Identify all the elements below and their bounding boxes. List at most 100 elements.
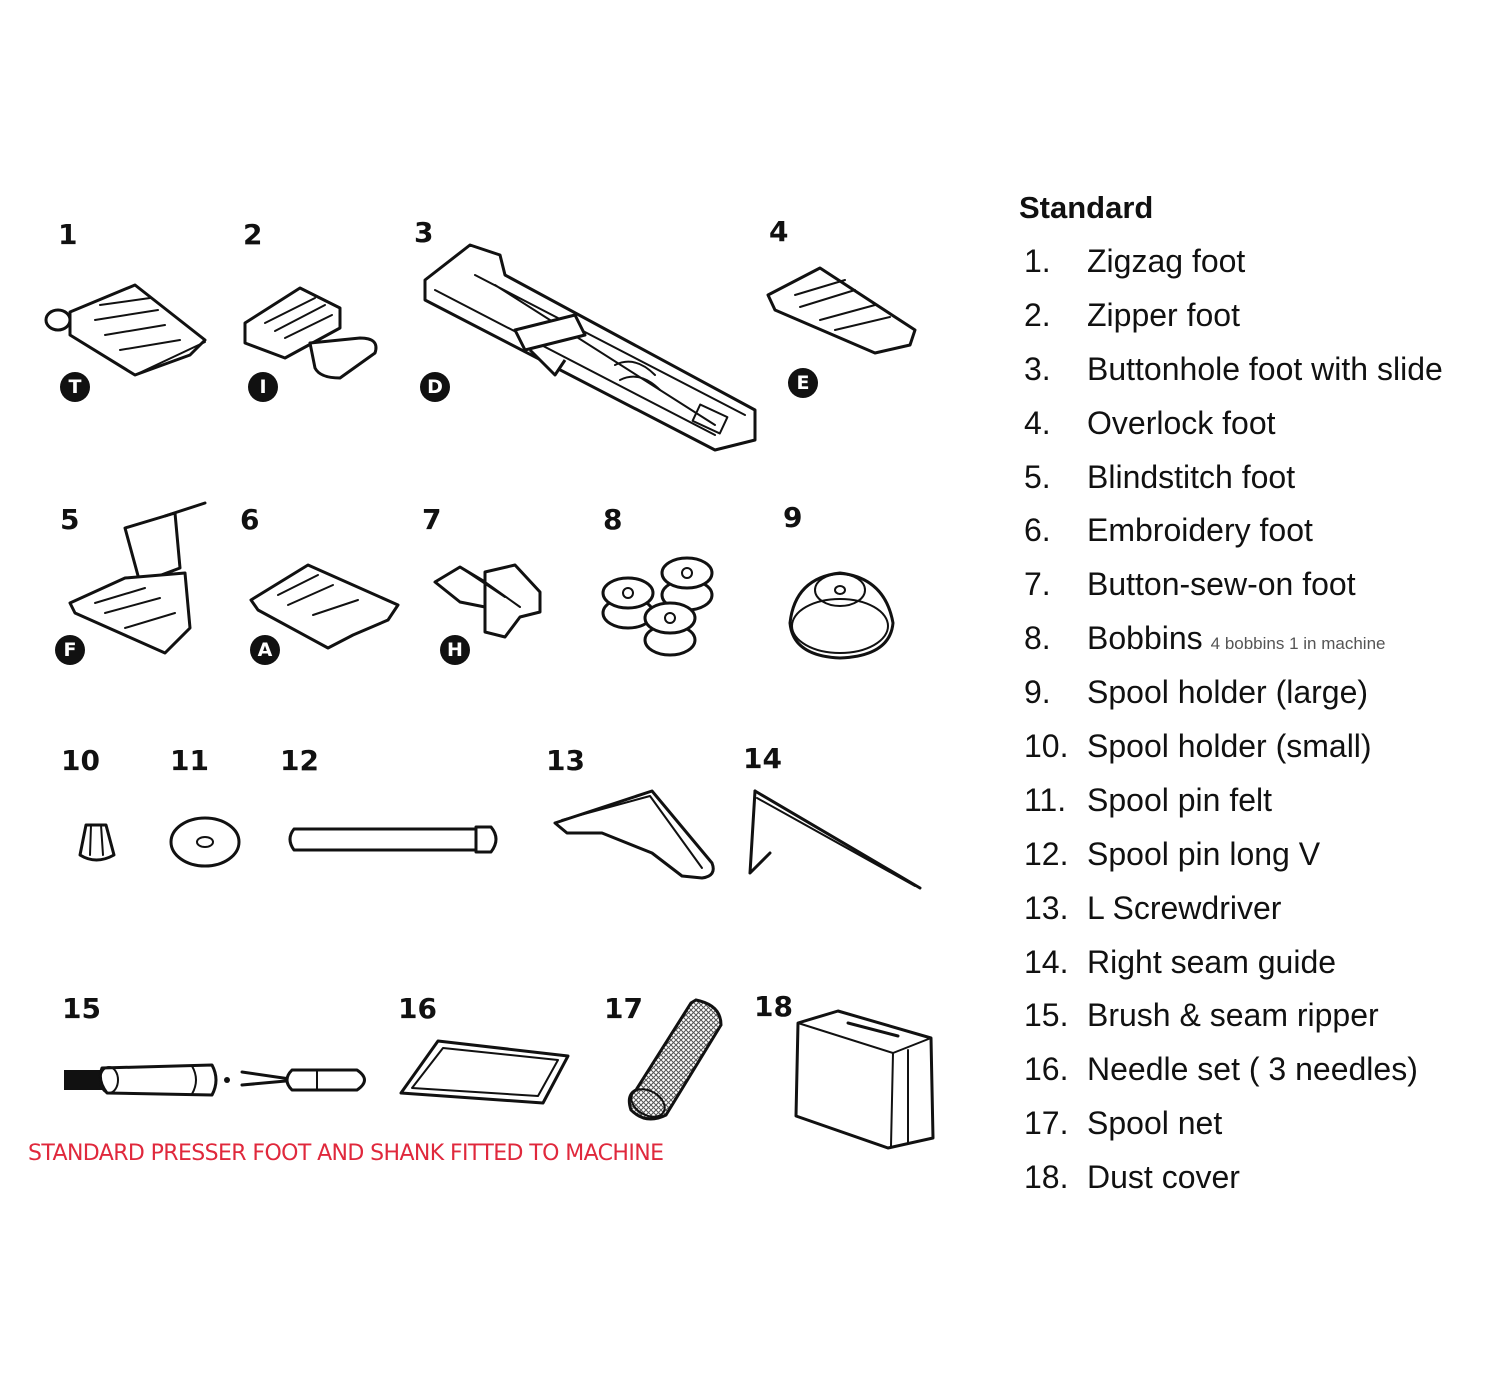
legend-item-number: 8. xyxy=(1024,620,1051,657)
button-sew-on-foot-icon xyxy=(430,562,550,647)
legend-item: 14. Right seam guide xyxy=(1024,944,1443,998)
item-number-18: 18 xyxy=(754,990,793,1023)
legend-item-label: Buttonhole foot with slide xyxy=(1087,350,1443,387)
legend-item-label: Zipper foot xyxy=(1087,296,1240,333)
legend-item-number: 10. xyxy=(1024,728,1069,765)
legend-item: 3. Buttonhole foot with slide xyxy=(1024,351,1443,405)
item-number-8: 8 xyxy=(603,503,623,536)
item-number-2: 2 xyxy=(243,218,263,251)
legend-item-note: 4 bobbins 1 in machine xyxy=(1210,634,1386,654)
item-number-13: 13 xyxy=(546,744,585,777)
legend-item-number: 17. xyxy=(1024,1105,1069,1142)
legend-item-label: Spool pin long V xyxy=(1087,835,1321,872)
foot-code-badge-I: I xyxy=(248,372,278,402)
legend-title: Standard xyxy=(1019,190,1154,225)
legend-item-number: 7. xyxy=(1024,566,1051,603)
legend-item-label: Needle set ( 3 needles) xyxy=(1087,1051,1418,1088)
spool-holder-small-icon xyxy=(76,810,121,875)
item-number-14: 14 xyxy=(743,742,782,775)
legend-item: 15. Brush & seam ripper xyxy=(1024,997,1443,1051)
legend-item: 7. Button-sew-on foot xyxy=(1024,566,1443,620)
legend-item-number: 14. xyxy=(1024,943,1069,980)
right-seam-guide-icon xyxy=(745,788,925,903)
presser-foot-note: STANDARD PRESSER FOOT AND SHANK FITTED T… xyxy=(28,1141,664,1166)
legend-item: 9. Spool holder (large) xyxy=(1024,674,1443,728)
l-screwdriver-icon xyxy=(552,788,722,893)
legend-item-number: 2. xyxy=(1024,296,1051,333)
item-number-3: 3 xyxy=(414,216,434,249)
legend-item: 13. L Screwdriver xyxy=(1024,890,1443,944)
item-number-5: 5 xyxy=(60,503,80,536)
legend-item-number: 4. xyxy=(1024,404,1051,441)
legend-item-number: 16. xyxy=(1024,1051,1069,1088)
foot-code-badge-E: E xyxy=(788,368,818,398)
legend-item-number: 15. xyxy=(1024,997,1069,1034)
spool-pin-felt-icon xyxy=(169,815,245,875)
legend-item: 17. Spool net xyxy=(1024,1105,1443,1159)
item-number-17: 17 xyxy=(604,992,643,1025)
item-number-4: 4 xyxy=(769,215,789,248)
legend-item-label: Spool pin felt xyxy=(1087,781,1273,818)
legend-item: 8. Bobbins 4 bobbins 1 in machine xyxy=(1024,620,1443,674)
legend-item-label: Spool holder (small) xyxy=(1087,728,1372,765)
legend-item: 6. Embroidery foot xyxy=(1024,512,1443,566)
legend-item: 5. Blindstitch foot xyxy=(1024,459,1443,513)
item-number-1: 1 xyxy=(58,218,78,251)
foot-code-badge-H: H xyxy=(440,635,470,665)
legend-item-number: 1. xyxy=(1024,243,1051,279)
legend-item: 11. Spool pin felt xyxy=(1024,782,1443,836)
legend-item-label: Spool net xyxy=(1087,1105,1223,1142)
legend-item-label: Bobbins xyxy=(1087,620,1203,657)
legend-item: 1. Zigzag foot xyxy=(1024,243,1443,297)
spool-net-icon xyxy=(626,995,726,1130)
item-number-11: 11 xyxy=(170,744,209,777)
legend-item-label: Overlock foot xyxy=(1087,404,1276,441)
brush-seam-ripper-icon xyxy=(62,1060,377,1105)
legend-item-label: Button-sew-on foot xyxy=(1087,566,1356,603)
legend-item-number: 9. xyxy=(1024,674,1051,711)
spool-pin-long-icon xyxy=(286,825,506,860)
embroidery-foot-icon xyxy=(248,560,400,655)
legend-item: 10. Spool holder (small) xyxy=(1024,728,1443,782)
legend-item-number: 13. xyxy=(1024,889,1069,926)
legend-item-label: Blindstitch foot xyxy=(1087,458,1296,495)
zigzag-foot-icon xyxy=(40,280,210,385)
item-number-7: 7 xyxy=(422,503,442,536)
legend-item: 16. Needle set ( 3 needles) xyxy=(1024,1051,1443,1105)
legend-item-number: 3. xyxy=(1024,350,1051,387)
item-number-10: 10 xyxy=(61,744,100,777)
legend-item-label: L Screwdriver xyxy=(1087,889,1282,926)
legend-item-label: Zigzag foot xyxy=(1087,243,1246,279)
foot-code-badge-D: D xyxy=(420,372,450,402)
dust-cover-icon xyxy=(793,1008,938,1158)
item-number-9: 9 xyxy=(783,501,803,534)
item-number-16: 16 xyxy=(398,992,437,1025)
spool-holder-large-icon xyxy=(785,568,900,668)
legend-item-label: Dust cover xyxy=(1087,1159,1240,1196)
item-number-6: 6 xyxy=(240,503,260,536)
legend-item-label: Embroidery foot xyxy=(1087,512,1313,549)
legend-item-number: 12. xyxy=(1024,835,1069,872)
legend-item-number: 5. xyxy=(1024,458,1051,495)
bobbins-icon xyxy=(600,545,720,665)
legend-item-number: 6. xyxy=(1024,512,1051,549)
overlock-foot-icon xyxy=(765,265,925,370)
foot-code-badge-F: F xyxy=(55,635,85,665)
zipper-foot-icon xyxy=(240,283,390,388)
item-number-15: 15 xyxy=(62,992,101,1025)
needle-set-icon xyxy=(398,1038,573,1113)
foot-code-badge-T: T xyxy=(60,372,90,402)
legend-item-number: 18. xyxy=(1024,1159,1069,1196)
legend-item: 2. Zipper foot xyxy=(1024,297,1443,351)
legend-item: 4. Overlock foot xyxy=(1024,405,1443,459)
item-number-12: 12 xyxy=(280,744,319,777)
blindstitch-foot-icon xyxy=(65,498,215,663)
legend-item-label: Spool holder (large) xyxy=(1087,674,1369,711)
buttonhole-foot-icon xyxy=(415,235,765,460)
legend-item-label: Right seam guide xyxy=(1087,943,1337,980)
legend-item: 18. Dust cover xyxy=(1024,1159,1443,1213)
foot-code-badge-A: A xyxy=(250,635,280,665)
legend-item-number: 11. xyxy=(1024,781,1067,818)
legend-item: 12. Spool pin long V xyxy=(1024,836,1443,890)
legend-item-label: Brush & seam ripper xyxy=(1087,997,1379,1034)
